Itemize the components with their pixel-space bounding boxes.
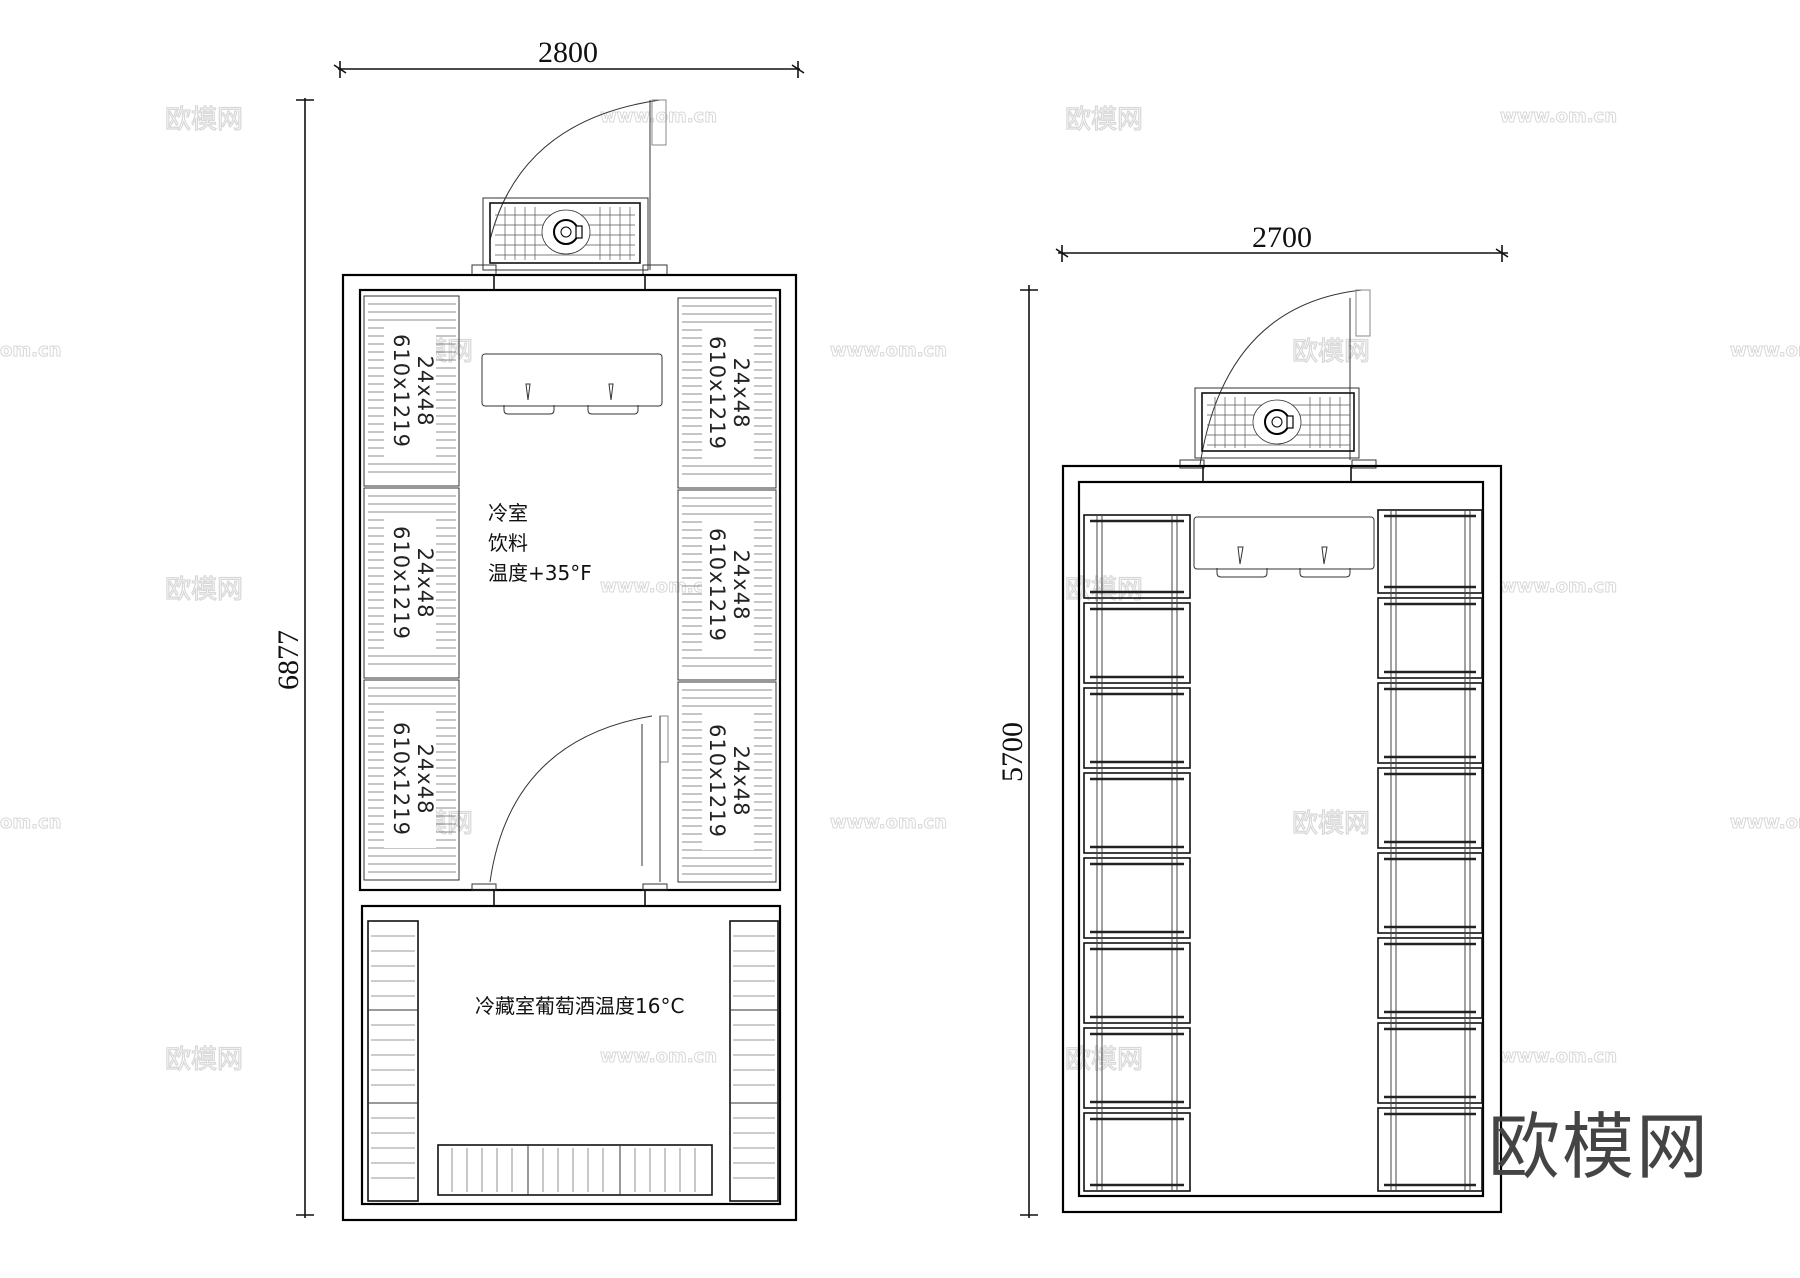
rack-column-left: [1083, 514, 1191, 1192]
svg-text:饮料: 饮料: [488, 531, 528, 555]
svg-text:欧模网: 欧模网: [1292, 809, 1370, 839]
svg-text:www.om.cn: www.om.cn: [1500, 106, 1617, 127]
svg-text:610x1219: 610x1219: [389, 526, 413, 640]
condensing-unit-right: [1179, 289, 1377, 469]
rack-column-right: [1377, 509, 1483, 1192]
svg-text:欧模网: 欧模网: [1065, 105, 1143, 135]
svg-text:om.cn: om.cn: [0, 812, 61, 833]
shelf-label-right-2: 24x48 610x1219: [705, 528, 753, 642]
shelf-label-left-3: 24x48 610x1219: [389, 722, 437, 836]
shelf-label-left-1: 24x48 610x1219: [389, 334, 437, 448]
wine-rack-right: [729, 920, 779, 1202]
width-dimension-right: 2700: [1055, 221, 1509, 262]
svg-text:610x1219: 610x1219: [389, 334, 413, 448]
cold-room-beverage: [358, 288, 782, 892]
svg-text:冷室: 冷室: [488, 501, 528, 525]
evaporator-unit-right: [1193, 516, 1375, 578]
svg-text:24x48: 24x48: [729, 358, 753, 429]
svg-text:欧模网: 欧模网: [1065, 575, 1143, 605]
svg-text:www.om.cn: www.om.cn: [600, 106, 717, 127]
svg-text:24x48: 24x48: [413, 548, 437, 619]
svg-text:6877: 6877: [272, 630, 305, 690]
shelf-column-right: 24x48 610x1219 24x48 610x1219 24x48 610x…: [677, 297, 777, 883]
wine-cellar-room: [360, 904, 782, 1206]
svg-text:欧模网: 欧模网: [1065, 1045, 1143, 1075]
outer-wall-right: [1061, 464, 1503, 1214]
svg-text:610x1219: 610x1219: [705, 336, 729, 450]
svg-text:24x48: 24x48: [413, 356, 437, 427]
evaporator-unit-left: [481, 353, 663, 415]
svg-text:www.om.cn: www.om.cn: [1500, 1046, 1617, 1067]
svg-text:2800: 2800: [538, 36, 598, 69]
shelf-label-right-1: 24x48 610x1219: [705, 336, 753, 450]
svg-text:24x48: 24x48: [413, 744, 437, 815]
svg-text:www.om.cn: www.om.cn: [1730, 812, 1800, 833]
condensing-unit-left: [471, 99, 668, 276]
svg-text:24x48: 24x48: [729, 746, 753, 817]
svg-text:欧模网: 欧模网: [165, 105, 243, 135]
inner-wall-right: [1077, 480, 1485, 1198]
brand-logo-watermark: 欧模网: [1487, 1105, 1710, 1189]
svg-text:温度+35°F: 温度+35°F: [488, 561, 592, 585]
watermark-layer: 欧模网 www.om.cn 欧模网 www.om.cn om.cn 欧模网 ww…: [0, 104, 1800, 1075]
svg-text:www.om.cn: www.om.cn: [600, 1046, 717, 1067]
outer-wall-left: [341, 273, 798, 1222]
cold-room-label: 冷室 饮料 温度+35°F: [488, 501, 592, 585]
wine-rack-bottom: [437, 1144, 713, 1196]
svg-text:610x1219: 610x1219: [705, 528, 729, 642]
svg-text:610x1219: 610x1219: [389, 722, 413, 836]
interior-door-left: [471, 715, 669, 906]
svg-text:欧模网: 欧模网: [165, 1045, 243, 1075]
svg-text:2700: 2700: [1252, 221, 1312, 254]
left-floor-plan: 2800 6877: [272, 36, 805, 1222]
svg-text:www.om.cn: www.om.cn: [600, 576, 717, 597]
svg-text:610x1219: 610x1219: [705, 724, 729, 838]
svg-text:om.cn: om.cn: [0, 340, 61, 361]
height-dimension-left: 6877: [272, 98, 314, 1218]
wine-rack-left: [367, 920, 419, 1202]
svg-text:24x48: 24x48: [729, 550, 753, 621]
shelf-column-left: 24x48 610x1219 24x48 610x1219 24x48 610x…: [363, 295, 460, 881]
svg-text:www.om.cn: www.om.cn: [830, 812, 947, 833]
svg-text:5700: 5700: [996, 722, 1029, 782]
shelf-label-right-3: 24x48 610x1219: [705, 724, 753, 838]
width-dimension-left: 2800: [333, 36, 805, 78]
svg-text:www.om.cn: www.om.cn: [1730, 340, 1800, 361]
svg-text:欧模网: 欧模网: [1292, 337, 1370, 367]
height-dimension-right: 5700: [996, 285, 1038, 1218]
svg-text:欧模网: 欧模网: [165, 575, 243, 605]
wine-room-label: 冷藏室葡萄酒温度16°C: [475, 994, 684, 1018]
svg-text:www.om.cn: www.om.cn: [1500, 576, 1617, 597]
right-floor-plan: 2700 5700: [996, 221, 1509, 1218]
shelf-label-left-2: 24x48 610x1219: [389, 526, 437, 640]
svg-text:www.om.cn: www.om.cn: [830, 340, 947, 361]
